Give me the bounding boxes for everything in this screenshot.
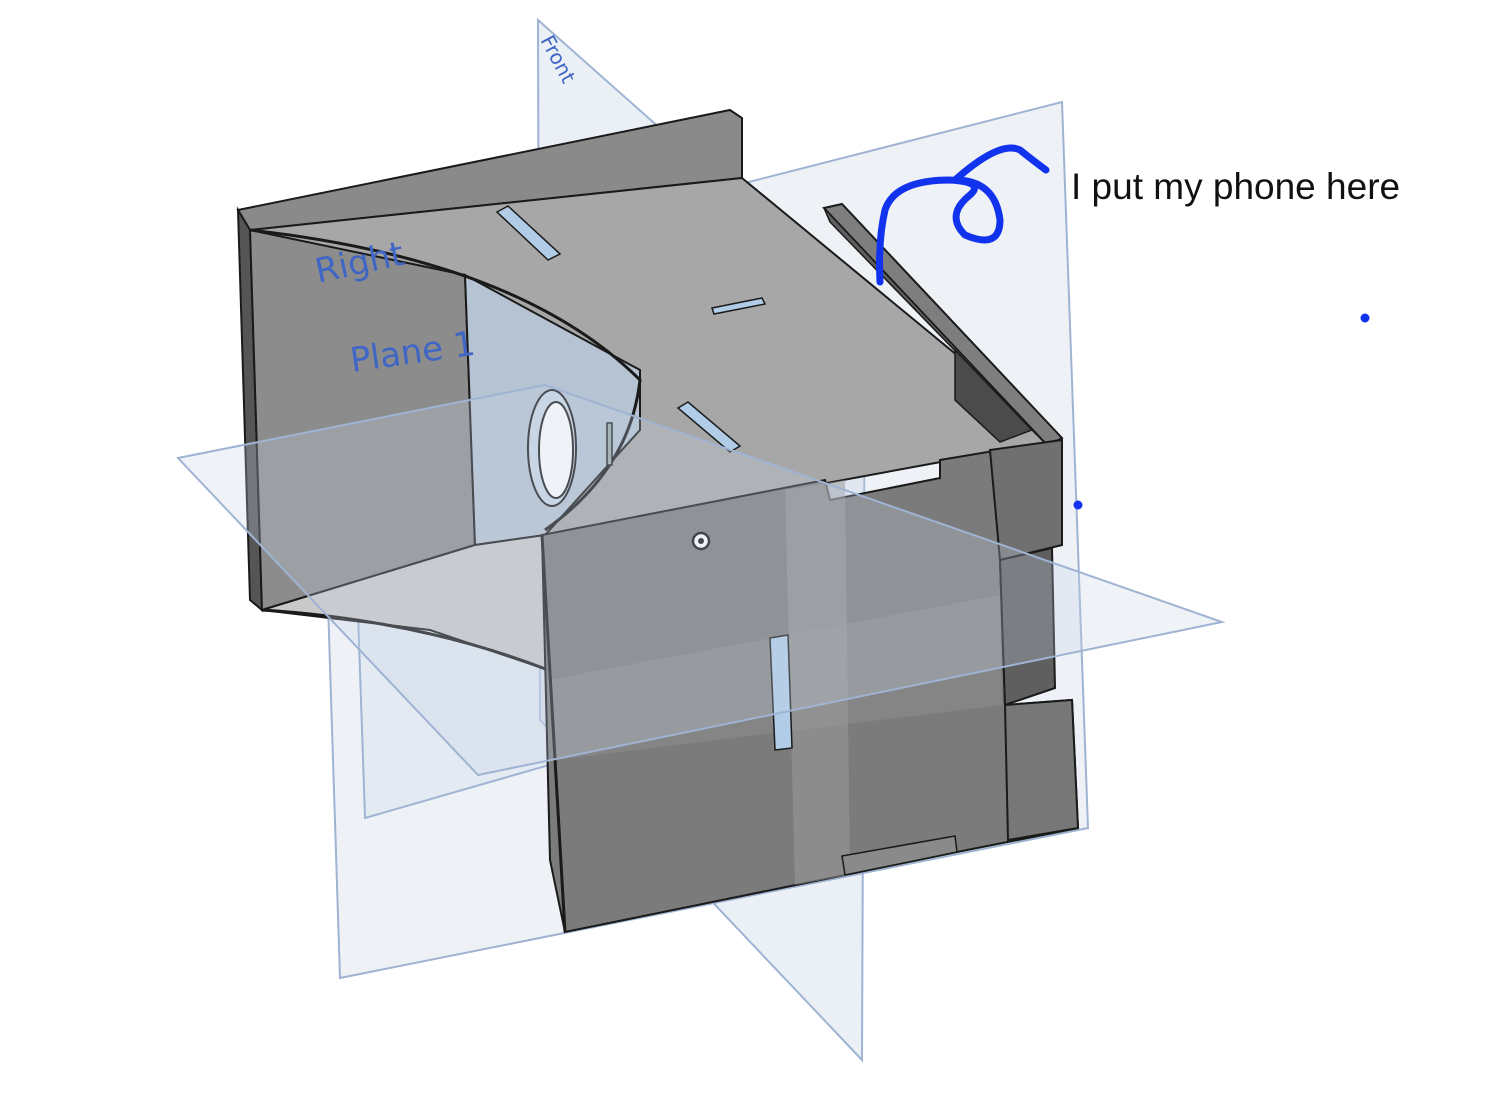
viewer-part[interactable] [236, 108, 1080, 934]
annotation-text: I put my phone here [1071, 166, 1401, 207]
ink-annotation [876, 144, 1370, 510]
top-plane[interactable] [176, 383, 1226, 777]
